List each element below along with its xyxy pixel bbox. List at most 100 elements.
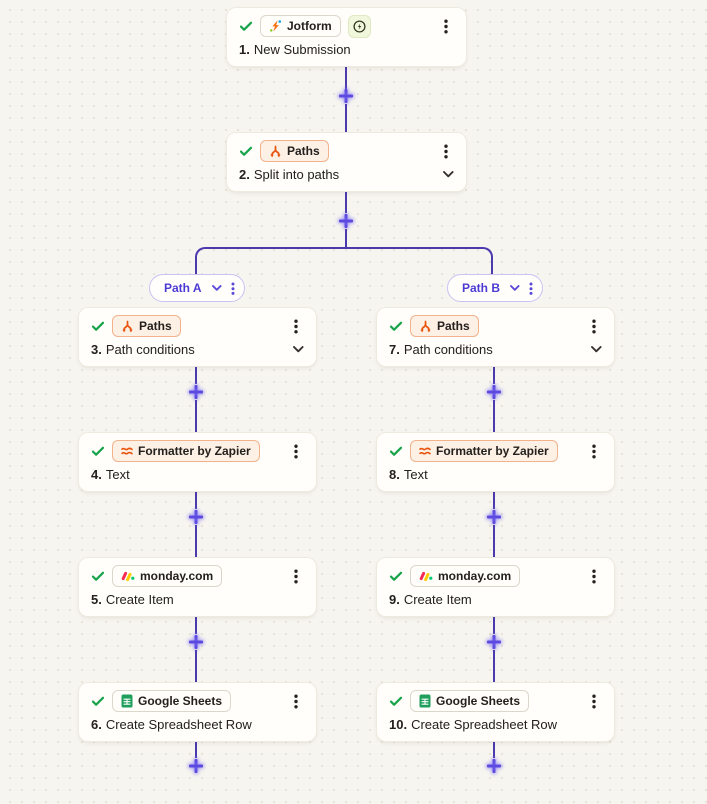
add-step-plus-button[interactable]: [188, 384, 204, 400]
app-badge-label: Paths: [437, 319, 470, 333]
add-step-plus-button[interactable]: [486, 509, 502, 525]
connector-line: [493, 400, 495, 433]
step-card[interactable]: Formatter by Zapier 4.Text: [79, 433, 316, 491]
split-fork-icon: [419, 320, 432, 333]
step-card[interactable]: Paths 3.Path conditions: [79, 308, 316, 366]
waves-icon: [419, 446, 431, 456]
step-card-split[interactable]: Paths 2.Split into paths: [227, 133, 466, 191]
branch-connector: [195, 247, 493, 274]
app-badge-paths: Paths: [112, 315, 181, 337]
kebab-menu-icon[interactable]: [288, 316, 304, 336]
step-number: 1.: [239, 41, 250, 57]
chevron-down-icon[interactable]: [443, 170, 454, 178]
kebab-menu-icon[interactable]: [231, 282, 235, 295]
step-card[interactable]: Paths 7.Path conditions: [377, 308, 614, 366]
connector-line: [195, 731, 197, 758]
step-title: 9.Create Item: [389, 592, 472, 607]
app-badge-label: Paths: [139, 319, 172, 333]
chevron-down-icon[interactable]: [510, 284, 520, 292]
step-title: 7.Path conditions: [389, 342, 493, 357]
add-step-plus-button[interactable]: [486, 384, 502, 400]
add-step-plus-button[interactable]: [486, 634, 502, 650]
chevron-down-icon[interactable]: [591, 345, 602, 353]
step-title: 6.Create Spreadsheet Row: [91, 717, 252, 732]
step-title: 5.Create Item: [91, 592, 174, 607]
path-a-pill[interactable]: Path A: [149, 274, 245, 302]
check-icon: [389, 569, 403, 583]
step-number: 5.: [91, 591, 102, 607]
split-fork-icon: [121, 320, 134, 333]
add-step-plus-button[interactable]: [188, 509, 204, 525]
add-step-plus-button[interactable]: [486, 758, 502, 774]
kebab-menu-icon[interactable]: [586, 691, 602, 711]
step-number: 3.: [91, 341, 102, 357]
connector-line: [344, 229, 347, 247]
connector-line: [493, 525, 495, 558]
app-badge-label: Google Sheets: [436, 694, 521, 708]
kebab-menu-icon[interactable]: [438, 16, 454, 36]
check-icon: [91, 319, 105, 333]
connector-line: [493, 650, 495, 683]
kebab-menu-icon[interactable]: [288, 566, 304, 586]
step-name: Create Spreadsheet Row: [105, 716, 252, 732]
chevron-down-icon[interactable]: [212, 284, 222, 292]
path-b-pill[interactable]: Path B: [447, 274, 543, 302]
add-step-plus-button[interactable]: [188, 758, 204, 774]
kebab-menu-icon[interactable]: [438, 141, 454, 161]
app-badge-jotform: Jotform: [260, 15, 341, 37]
step-card[interactable]: monday.com 5.Create Item: [79, 558, 316, 616]
kebab-menu-icon[interactable]: [586, 566, 602, 586]
step-card[interactable]: monday.com 9.Create Item: [377, 558, 614, 616]
step-title: 1.New Submission: [239, 42, 351, 57]
chevron-down-icon[interactable]: [293, 345, 304, 353]
step-number: 7.: [389, 341, 400, 357]
kebab-menu-icon[interactable]: [586, 441, 602, 461]
app-badge-google-sheets: Google Sheets: [112, 690, 232, 712]
spreadsheet-icon: [419, 694, 431, 708]
step-card-trigger[interactable]: Jotform 1.New Submission: [227, 8, 466, 66]
step-title: 4.Text: [91, 467, 130, 482]
path-label: Path A: [164, 281, 202, 295]
connector-line: [493, 731, 495, 758]
check-icon: [389, 319, 403, 333]
connector-line: [344, 104, 347, 133]
app-badge-label: Paths: [287, 144, 320, 158]
kebab-menu-icon[interactable]: [586, 316, 602, 336]
step-name: Split into paths: [253, 166, 340, 182]
app-badge-label: Google Sheets: [138, 694, 223, 708]
connector-line: [195, 481, 197, 509]
step-card[interactable]: Formatter by Zapier 8.Text: [377, 433, 614, 491]
add-step-plus-button[interactable]: [188, 634, 204, 650]
add-step-plus-button[interactable]: [338, 213, 354, 229]
instant-trigger-icon: [347, 14, 371, 38]
connector-line: [195, 650, 197, 683]
step-name: New Submission: [253, 41, 351, 57]
step-name: Create Spreadsheet Row: [411, 716, 558, 732]
kebab-menu-icon[interactable]: [529, 282, 533, 295]
step-card[interactable]: Google Sheets 10.Create Spreadsheet Row: [377, 683, 614, 741]
step-title: 8.Text: [389, 467, 428, 482]
step-name: Text: [105, 466, 130, 482]
connector-line: [344, 60, 347, 89]
connector-line: [493, 606, 495, 634]
step-name: Create Item: [105, 591, 174, 607]
check-icon: [91, 569, 105, 583]
step-name: Create Item: [403, 591, 472, 607]
kebab-menu-icon[interactable]: [288, 441, 304, 461]
connector-line: [195, 525, 197, 558]
app-badge-paths: Paths: [260, 140, 329, 162]
monday-logo-icon: [419, 570, 433, 582]
step-number: 9.: [389, 591, 400, 607]
app-badge-label: monday.com: [438, 569, 512, 583]
split-fork-icon: [269, 145, 282, 158]
waves-icon: [121, 446, 133, 456]
check-icon: [239, 144, 253, 158]
step-name: Text: [403, 466, 428, 482]
check-icon: [389, 694, 403, 708]
add-step-plus-button[interactable]: [338, 88, 354, 104]
kebab-menu-icon[interactable]: [288, 691, 304, 711]
app-badge-label: monday.com: [140, 569, 214, 583]
step-number: 8.: [389, 466, 400, 482]
step-card[interactable]: Google Sheets 6.Create Spreadsheet Row: [79, 683, 316, 741]
